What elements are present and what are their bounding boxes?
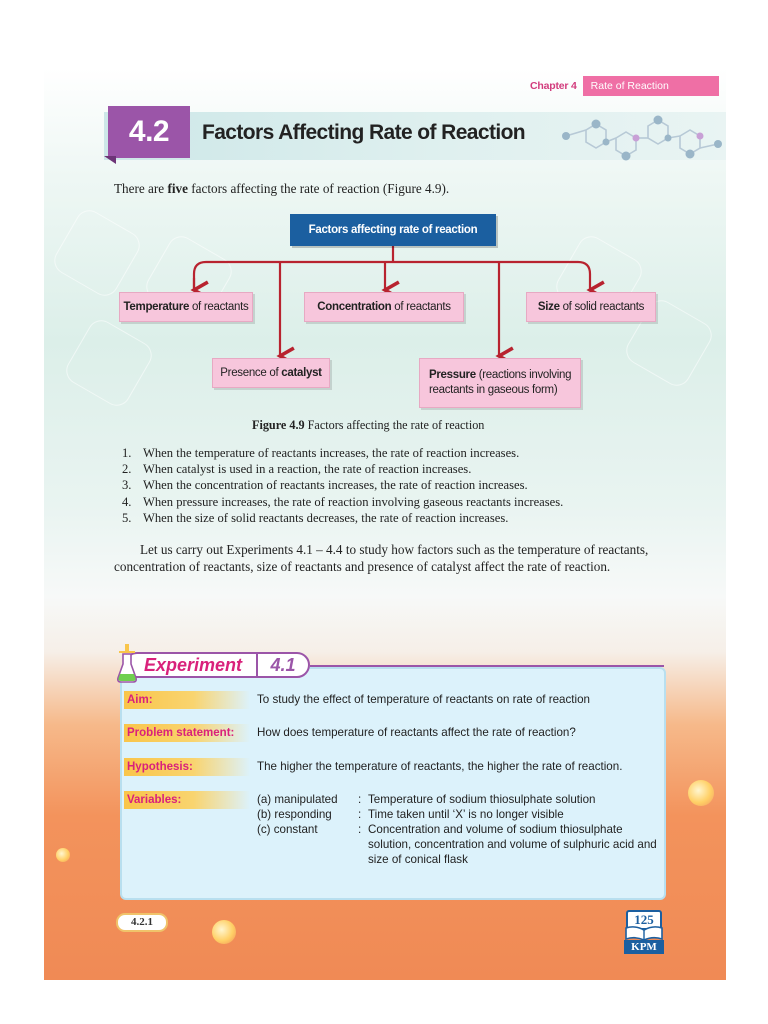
decor-light-dot [212,920,236,944]
list-text: When the size of solid reactants decreas… [143,510,509,525]
factor-text: of solid reactants [559,301,645,313]
variable-row: (a) manipulated: Temperature of sodium th… [257,792,658,807]
factor-pressure: Pressure (reactions involving reactants … [419,358,581,408]
aim-text: To study the effect of temperature of re… [257,693,590,706]
problem-statement-label: Problem statement: [124,724,250,742]
intro-paragraph: There are five factors affecting the rat… [114,180,449,197]
closing-paragraph: Let us carry out Experiments 4.1 – 4.4 t… [114,542,649,574]
section-number: 4.2 [108,106,190,158]
list-number: 1. [122,446,132,460]
variable-type: (a) manipulated [257,793,338,806]
factor-keyword: Concentration [317,301,392,313]
experiment-label: Experiment [124,652,258,678]
page-number-badge: 125 KPM [620,910,668,956]
list-text: When the concentration of reactants incr… [143,478,528,493]
list-number: 5. [122,510,132,525]
list-number: 4. [122,494,132,509]
flask-icon [117,644,137,683]
factor-keyword: catalyst [281,367,322,379]
intro-emphasis: five [167,181,188,196]
variable-value: Concentration and volume of sodium thios… [368,823,657,866]
factor-keyword: Size [537,301,560,313]
figure-label: Figure 4.9 [252,418,305,432]
variables-table: (a) manipulated: Temperature of sodium th… [257,792,658,867]
section-badge-tail [104,156,116,164]
diagram-connectors [190,246,605,366]
variable-type: (c) constant [257,823,318,836]
factor-size: Size of solid reactants [526,292,656,322]
factor-keyword: Pressure [429,369,476,381]
chapter-topic: Rate of Reaction [582,76,719,96]
chapter-number: Chapter 4 [530,80,577,92]
variable-value: Temperature of sodium thiosulphate solut… [368,793,596,806]
hypothesis-text: The higher the temperature of reactants,… [257,760,623,773]
variables-label: Variables: [124,791,250,809]
problem-statement-text: How does temperature of reactants affect… [257,726,576,739]
list-text: When the temperature of reactants increa… [143,446,520,460]
list-item: 2. When catalyst is used in a reaction, t… [122,461,563,477]
figure-caption: Figure 4.9 Factors affecting the rate of… [252,418,484,433]
factor-keyword: Temperature [123,301,190,313]
variable-row: (c) constant: Concentration and volume of… [257,822,658,867]
decor-light-dot [56,848,70,862]
list-item: 1. When the temperature of reactants incr… [122,445,563,461]
list-number: 2. [122,462,132,477]
hypothesis-label: Hypothesis: [124,758,250,776]
variable-separator: : [358,823,362,836]
factor-points-list: 1. When the temperature of reactants incr… [122,445,563,526]
factor-text: Presence of [220,367,282,379]
list-item: 5. When the size of solid reactants decre… [122,510,563,526]
aim-label: Aim: [124,691,250,709]
variable-type: (b) responding [257,808,332,821]
book-icon [625,926,663,941]
factor-concentration: Concentration of reactants [304,292,464,322]
factor-text: of reactants [189,301,249,313]
variable-value: Time taken until ‘X’ is no longer visibl… [368,808,564,821]
figure-caption-text: Factors affecting the rate of reaction [307,418,485,432]
intro-text: factors affecting the rate of reaction (… [187,181,450,196]
variable-separator: : [358,793,362,806]
chapter-tag: Chapter 4 Rate of Reaction [530,76,719,96]
experiment-number: 4.1 [256,652,310,678]
diagram-root-box: Factors affecting rate of reaction [290,214,496,246]
factor-text: (reactions involving reactants in gaseou… [429,369,572,396]
variable-row: (b) responding: Time taken until ‘X’ is n… [257,807,658,822]
publisher-label: KPM [624,940,664,954]
list-item: 3. When the concentration of reactants in… [122,477,563,493]
textbook-page: Chapter 4 Rate of Reaction 4.2 Factors A… [44,68,726,980]
list-text: When catalyst is used in a reaction, the… [143,462,472,477]
factor-temperature: Temperature of reactants [119,292,253,322]
variable-separator: : [358,808,362,821]
title-band [104,112,726,160]
learning-standard-code: 4.2.1 [116,913,168,932]
list-number: 3. [122,478,132,493]
list-item: 4. When pressure increases, the rate of r… [122,494,563,510]
decor-light-dot [688,780,714,806]
section-title: Factors Affecting Rate of Reaction [202,121,526,144]
list-text: When pressure increases, the rate of rea… [143,494,564,509]
intro-text: There are [114,181,168,196]
page-number: 125 [626,910,662,930]
molecule-illustration [562,115,722,161]
factor-text: of reactants [391,301,451,313]
factor-catalyst: Presence of catalyst [212,358,330,388]
experiment-header-rule [310,665,664,667]
